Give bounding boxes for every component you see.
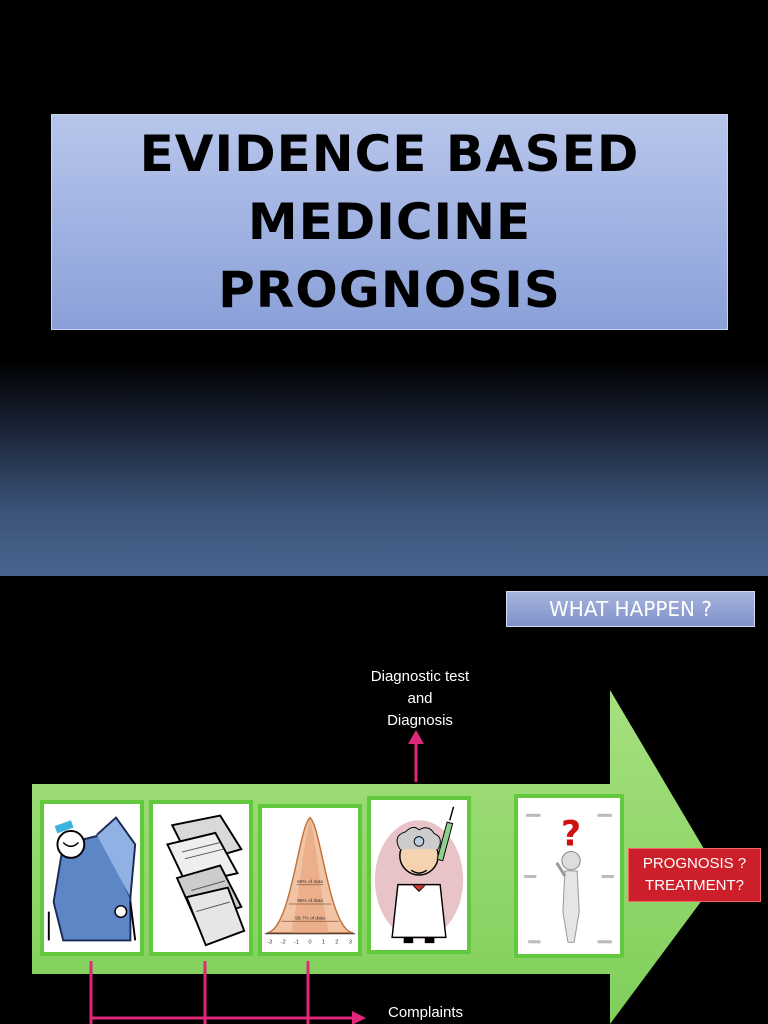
svg-text:?: ?: [561, 814, 581, 854]
curve-tick: 2: [335, 939, 338, 945]
what-happen-header: WHAT HAPPEN ?: [506, 591, 755, 627]
curve-tick: -2: [281, 939, 286, 945]
curve-tick: 1: [322, 939, 325, 945]
complaints-label: Complaints: [388, 1004, 464, 1021]
process-slide: WHAT HAPPEN ? Diagnostic test and Diagno…: [0, 576, 768, 1024]
bell-curve-icon: 68% of data 95% of data 99.7% of data -3…: [264, 816, 356, 945]
title-line-3: PROGNOSIS: [218, 261, 561, 319]
title-box: EVIDENCE BASED MEDICINE PROGNOSIS: [51, 114, 728, 330]
doctor-with-syringe-icon: [374, 806, 464, 944]
card-files: [149, 800, 253, 956]
prognosis-line: PROGNOSIS ?: [642, 855, 747, 872]
card-question: ?: [514, 794, 624, 958]
right-arrowhead: [352, 1011, 366, 1024]
card-bell-curve: 68% of data 95% of data 99.7% of data -3…: [258, 804, 362, 956]
curve-label-68: 68% of data: [297, 879, 323, 885]
card-patient: [40, 800, 144, 956]
patient-in-bed-icon: [47, 816, 137, 942]
diagnostic-line-1: Diagnostic test: [370, 668, 470, 685]
curve-tick: -1: [294, 939, 299, 945]
title-line-1: EVIDENCE BASED: [139, 125, 640, 183]
diagnostic-label: Diagnostic test and Diagnosis: [340, 666, 500, 732]
card-doctor: [367, 796, 471, 954]
up-arrowhead: [408, 730, 424, 744]
prognosis-treatment-box: PROGNOSIS ? TREATMENT?: [628, 848, 761, 902]
treatment-line: TREATMENT?: [645, 877, 744, 894]
diagnostic-line-2: and: [407, 690, 433, 707]
diagnostic-line-3: Diagnosis: [387, 712, 453, 729]
file-folders-icon: [166, 814, 246, 947]
question-mark-figure-icon: ?: [524, 813, 614, 944]
curve-label-95: 95% of data: [297, 898, 323, 904]
curve-tick: 3: [349, 939, 352, 945]
curve-tick: 0: [308, 939, 311, 945]
title-slide: EVIDENCE BASED MEDICINE PROGNOSIS: [0, 0, 768, 576]
title-line-2: MEDICINE: [247, 193, 532, 251]
curve-tick: -3: [267, 939, 272, 945]
curve-label-997: 99.7% of data: [295, 915, 325, 921]
